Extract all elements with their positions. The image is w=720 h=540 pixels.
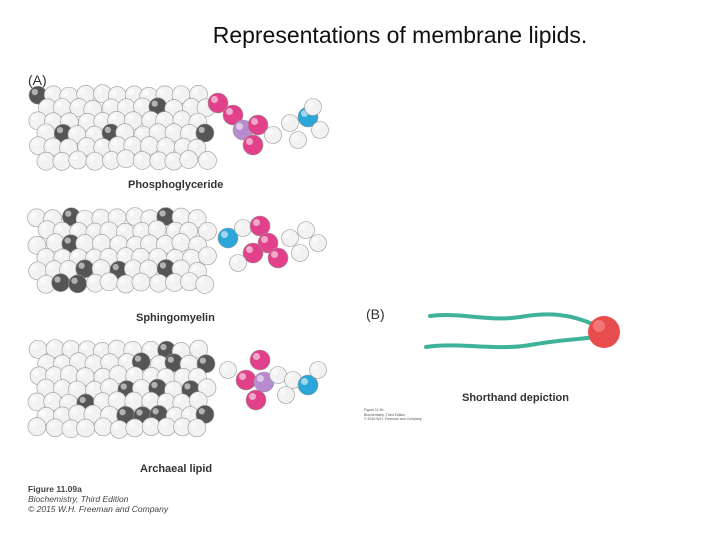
copyright: © 2015 W.H. Freeman and Company: [28, 504, 169, 514]
archaeal-lipid-caption: Archaeal lipid: [140, 463, 213, 475]
book-title: Biochemistry, Third Edition: [28, 494, 129, 504]
archaeal-lipid-model: [27, 339, 327, 439]
phosphoglyceride-caption: Phosphoglyceride: [128, 179, 224, 191]
shorthand-caption: Shorthand depiction: [462, 392, 569, 404]
page-title: Representations of membrane lipids.: [212, 22, 588, 48]
hydrocarbon-tail-lower: [424, 335, 597, 350]
sphingomyelin-caption: Sphingomyelin: [136, 312, 215, 324]
figure-number: Figure 11.09a: [28, 484, 82, 494]
figure-credit: Figure 11.09a Biochemistry, Third Editio…: [28, 484, 168, 514]
shorthand-lipid-diagram: [424, 312, 620, 350]
hydrocarbon-tail-upper: [428, 312, 597, 327]
phosphoglyceride-model: [28, 84, 329, 171]
panel-a-label: (A): [28, 72, 47, 88]
panel-b-small-credit: Figure 11.9b Biochemistry, Third Edition…: [364, 408, 422, 421]
panel-b-label: (B): [366, 306, 385, 322]
polar-head-group: [588, 316, 620, 348]
sphingomyelin-model: [27, 207, 327, 294]
